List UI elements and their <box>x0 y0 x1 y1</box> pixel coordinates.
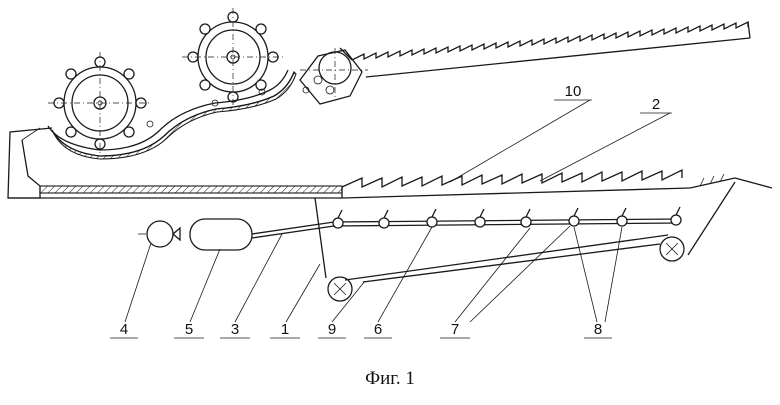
label-6: 6 <box>374 321 382 338</box>
nozzle-shaft <box>333 207 681 228</box>
callout-labels: 4 5 3 1 9 6 7 8 10 2 <box>120 83 660 338</box>
figure-caption: Фиг. 1 <box>0 368 780 390</box>
upper-knife-belt <box>340 22 750 77</box>
label-3: 3 <box>231 321 239 338</box>
drive-unit <box>138 219 334 250</box>
hatched-table <box>8 186 342 198</box>
label-1: 1 <box>281 321 289 338</box>
lower-knife-bar <box>342 170 772 198</box>
leader-lines <box>125 100 670 322</box>
label-2: 2 <box>652 96 660 113</box>
right-drum <box>182 8 285 108</box>
label-4: 4 <box>120 321 128 338</box>
label-10: 10 <box>565 83 582 100</box>
lower-frame <box>315 182 735 301</box>
label-8: 8 <box>594 321 602 338</box>
label-underlines <box>110 100 672 338</box>
label-9: 9 <box>328 321 336 338</box>
label-5: 5 <box>185 321 193 338</box>
label-7: 7 <box>451 321 459 338</box>
